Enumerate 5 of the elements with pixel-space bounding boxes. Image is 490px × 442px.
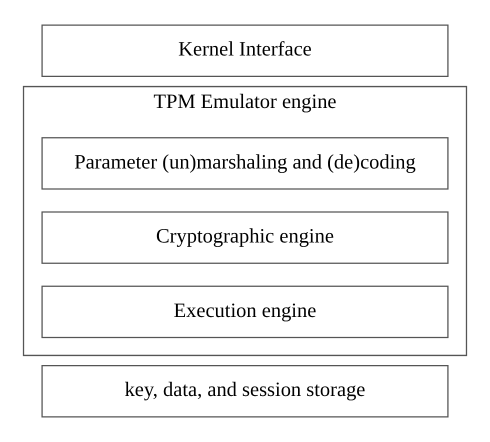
- node-box: Kernel Interface: [41, 24, 449, 77]
- node-box: Execution engine: [41, 286, 449, 338]
- node-box: key, data, and session storage: [41, 365, 449, 418]
- node-box: Cryptographic engine: [41, 211, 449, 264]
- node-box: Parameter (un)marshaling and (de)coding: [41, 137, 449, 190]
